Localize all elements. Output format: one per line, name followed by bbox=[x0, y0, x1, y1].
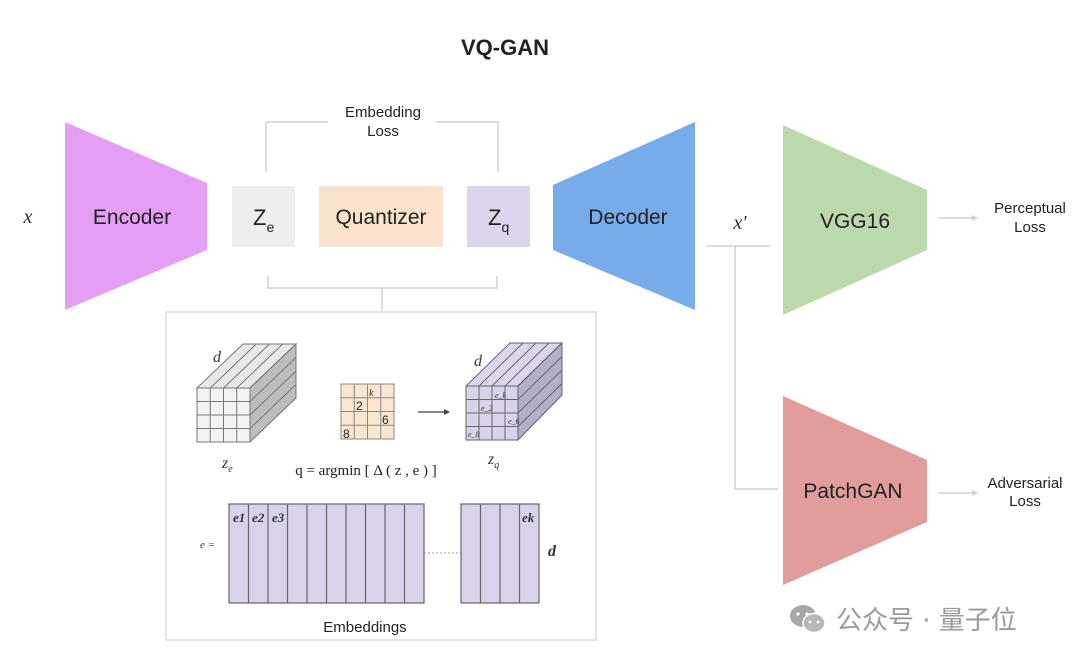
decoder-label: Decoder bbox=[588, 206, 667, 229]
adversarial-loss-line2: Loss bbox=[1009, 493, 1041, 510]
zq-cube-label: zq bbox=[487, 451, 499, 471]
cube-top-line bbox=[209, 343, 257, 389]
embedding-loss-line2: Loss bbox=[367, 123, 399, 140]
cube-side-line bbox=[517, 369, 563, 414]
quantizer-detail-bracket bbox=[267, 276, 498, 289]
ze-block bbox=[232, 186, 295, 247]
patchgan-label: PatchGAN bbox=[803, 480, 902, 503]
zq-cell-e2: e_2 bbox=[481, 404, 493, 413]
quantize-arrow-head bbox=[444, 409, 450, 415]
cube-side-line bbox=[517, 356, 563, 400]
watermark: 公众号 · 量子位 bbox=[788, 600, 1017, 637]
vgg16-block bbox=[783, 125, 927, 315]
zq-cell-e8: e_8 bbox=[468, 430, 480, 439]
cube-top-line bbox=[223, 343, 270, 389]
index-6: 6 bbox=[382, 413, 389, 427]
embedding-e2: e2 bbox=[252, 510, 265, 525]
perceptual-loss-line2: Loss bbox=[1014, 219, 1046, 236]
encoder-label: Encoder bbox=[93, 206, 171, 229]
embedding-ek: ek bbox=[522, 510, 535, 525]
zq-dim-label: d bbox=[474, 353, 483, 370]
cube-top-line bbox=[249, 343, 297, 389]
zq-label: Zq bbox=[488, 205, 509, 235]
adversarial-loss-line1: Adversarial bbox=[987, 475, 1062, 492]
embedding-loss-line1: Embedding bbox=[345, 104, 421, 121]
watermark-text: 公众号 · 量子位 bbox=[836, 606, 1017, 636]
index-8: 8 bbox=[343, 427, 350, 441]
wechat-icon bbox=[788, 604, 828, 634]
zq-cell-e6: e_6 bbox=[508, 417, 520, 426]
index-k: k bbox=[369, 388, 374, 399]
diagram-title: VQ-GAN bbox=[461, 35, 549, 60]
input-label: x bbox=[23, 206, 33, 228]
zq-block bbox=[467, 186, 530, 247]
output-label: x' bbox=[732, 212, 747, 234]
argmin-formula: q = argmin [ Δ ( z , e ) ] bbox=[295, 463, 437, 479]
embeddings-dim-label: d bbox=[548, 543, 557, 560]
cube-top-line bbox=[491, 342, 537, 387]
index-2: 2 bbox=[356, 399, 363, 413]
quantizer-block bbox=[319, 186, 443, 247]
ze-cube bbox=[195, 342, 298, 444]
cube-side-line bbox=[249, 370, 297, 416]
cube-top-line bbox=[236, 343, 284, 389]
patchgan-block bbox=[783, 396, 927, 585]
quantizer-label: Quantizer bbox=[335, 206, 426, 229]
ze-cube-label: ze bbox=[221, 455, 233, 475]
cube-top-line bbox=[517, 342, 563, 387]
index-grid: k 2 6 8 bbox=[340, 383, 395, 441]
output-to-patchgan-line bbox=[734, 246, 778, 490]
perceptual-arrow-head bbox=[972, 215, 978, 221]
encoder-block bbox=[65, 122, 207, 310]
embedding-loss-bracket-left bbox=[265, 121, 328, 172]
cube-side-line bbox=[249, 357, 297, 402]
vgg16-label: VGG16 bbox=[820, 210, 890, 233]
cube-side-line bbox=[249, 384, 297, 429]
embeddings-caption: Embeddings bbox=[323, 619, 406, 636]
zq-cube: e_k e_2 e_6 e_8 bbox=[464, 341, 564, 442]
adversarial-arrow-head bbox=[972, 490, 978, 496]
embedding-loss-bracket-right bbox=[436, 121, 499, 172]
ze-label: Ze bbox=[253, 205, 274, 235]
embedding-e1: e1 bbox=[233, 510, 245, 525]
cube-top-line bbox=[504, 342, 550, 387]
decoder-block bbox=[553, 122, 695, 310]
cube-top-line bbox=[478, 342, 524, 387]
cube-side-line bbox=[517, 383, 563, 427]
embedding-e3: e3 bbox=[272, 510, 285, 525]
perceptual-loss-line1: Perceptual bbox=[994, 200, 1066, 217]
embeddings-prefix: e = bbox=[200, 539, 215, 551]
zq-cell-ek: e_k bbox=[495, 391, 507, 400]
ze-dim-label: d bbox=[213, 349, 222, 366]
